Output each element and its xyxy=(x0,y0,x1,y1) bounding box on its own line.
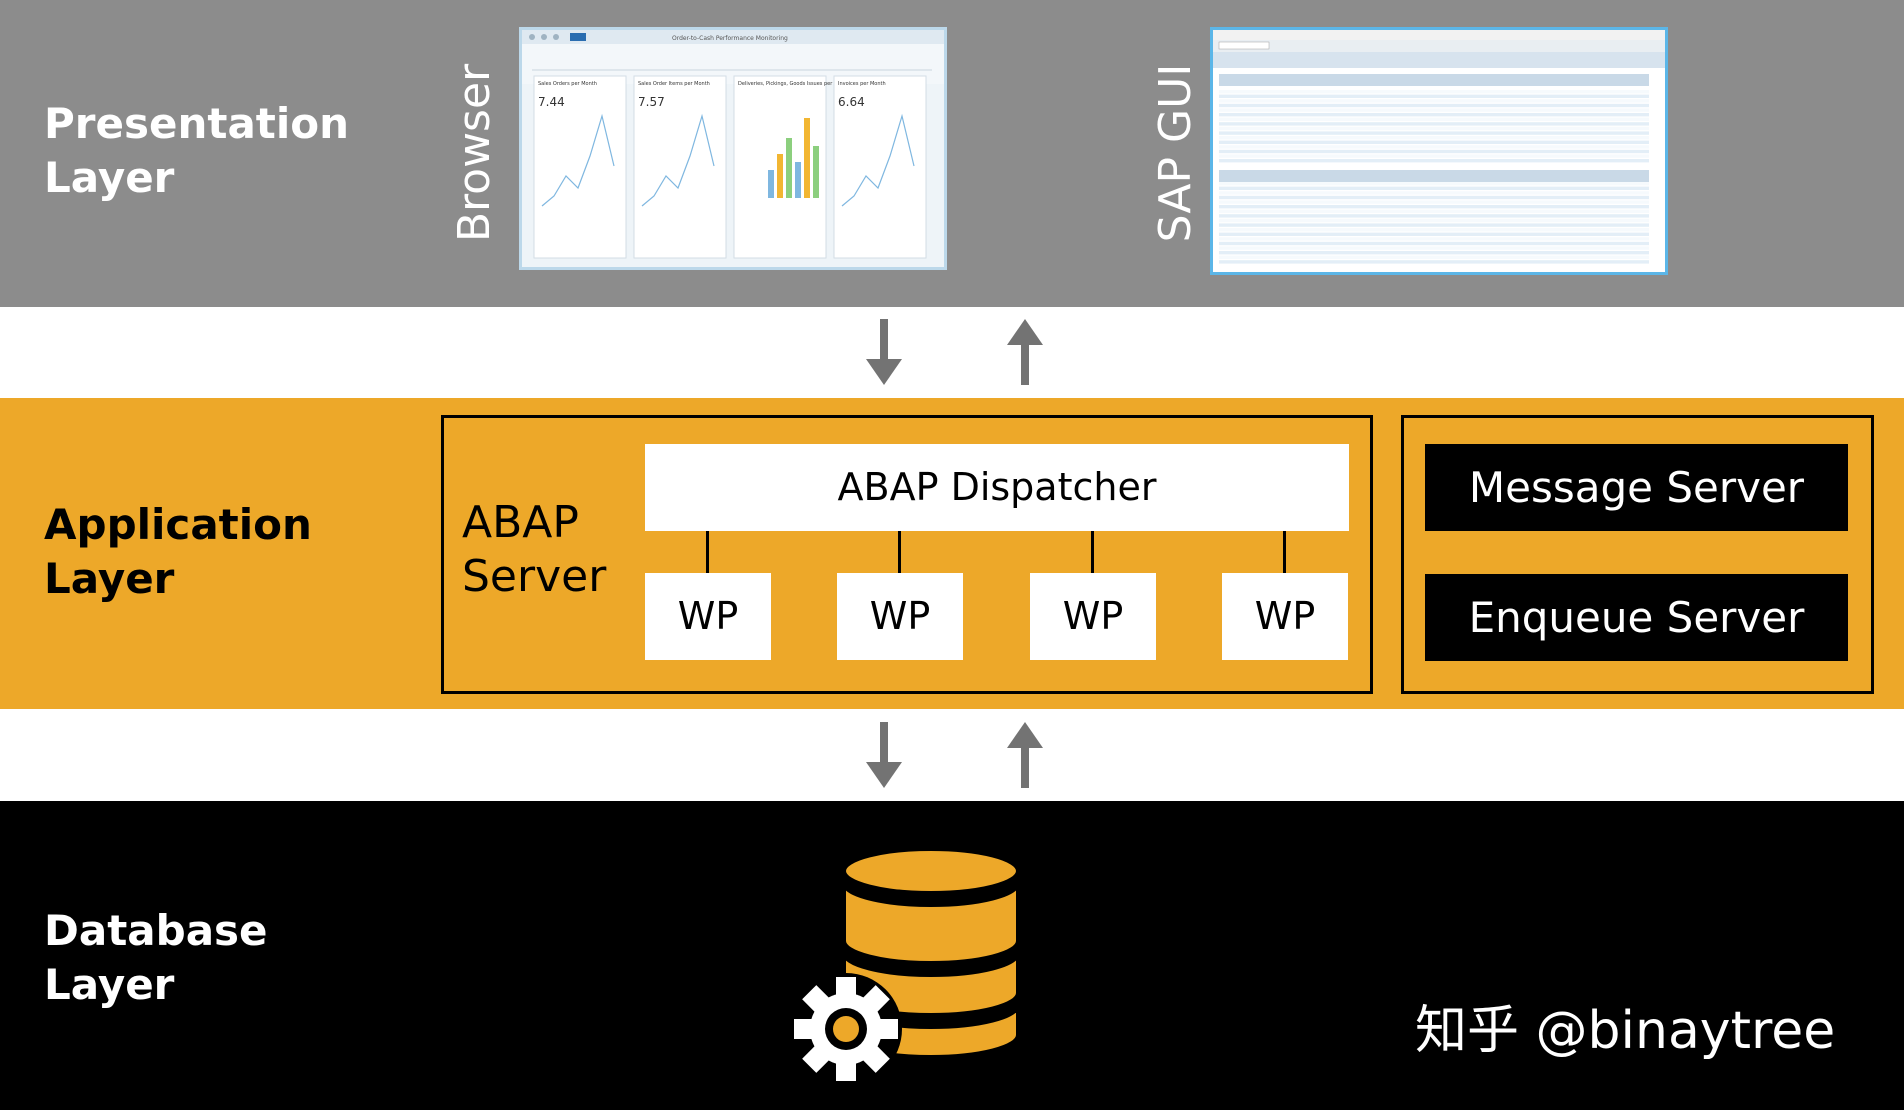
arrow-down-icon xyxy=(866,319,902,385)
sap-table-row xyxy=(1219,214,1649,218)
sap-table-row xyxy=(1219,237,1649,241)
mini-line xyxy=(541,113,615,207)
tile-title: Deliveries, Pickings, Goods Issues per M… xyxy=(738,81,850,87)
work-process-box: WP xyxy=(837,573,963,660)
mini-bar xyxy=(813,146,819,198)
tile-title: Sales Orders per Month xyxy=(538,81,597,87)
database-layer-title: Database Layer xyxy=(44,906,268,1009)
tile-value: 7.57 xyxy=(638,95,665,109)
tile-title: Sales Order Items per Month xyxy=(638,81,710,87)
sap-toolbar xyxy=(1219,170,1649,182)
sap-table-row xyxy=(1219,246,1649,250)
work-process-box: WP xyxy=(1222,573,1348,660)
gap-band xyxy=(0,709,1904,801)
sap-table-row xyxy=(1219,200,1649,204)
sap-table-row xyxy=(1219,113,1649,117)
connector-line xyxy=(898,531,901,573)
sap-table-row xyxy=(1219,122,1649,126)
sap-table-row xyxy=(1219,228,1649,232)
sap-table-row xyxy=(1219,99,1649,103)
sap-table-row xyxy=(1219,117,1649,121)
sapgui-screenshot-image xyxy=(1213,30,1665,264)
mini-bar xyxy=(786,138,792,198)
presentation-layer-title: Presentation Layer xyxy=(44,99,350,202)
abap-server-frame xyxy=(441,415,1373,694)
sap-table-row xyxy=(1219,149,1649,154)
sap-table-row xyxy=(1219,103,1649,108)
work-process-box: WP xyxy=(1030,573,1156,660)
mini-bar xyxy=(804,118,810,198)
connector-line xyxy=(706,531,709,573)
sap-table-row xyxy=(1219,131,1649,135)
gear-icon xyxy=(790,973,902,1085)
mini-line xyxy=(841,113,915,207)
mini-bar xyxy=(795,162,801,198)
arrow-up-icon xyxy=(1007,722,1043,788)
sap-table-row xyxy=(1219,241,1649,246)
arrow-up-icon xyxy=(1007,319,1043,385)
browser-screenshot: Order-to-Cash Performance Monitoring Sal… xyxy=(519,27,947,270)
abap-server-label: ABAP Server xyxy=(462,497,607,602)
sap-table-row xyxy=(1219,255,1649,259)
browser-label: Browser xyxy=(449,63,500,243)
abap-dispatcher-box: ABAP Dispatcher xyxy=(645,444,1349,531)
arrow-down-icon xyxy=(866,722,902,788)
dashboard-tile: Sales Order Items per Month 7.57 xyxy=(633,75,727,259)
sap-table-row xyxy=(1219,232,1649,236)
sap-table-row xyxy=(1219,186,1649,190)
sap-table-row xyxy=(1219,191,1649,195)
connector-line xyxy=(1283,531,1286,573)
tile-value: 7.44 xyxy=(538,95,565,109)
sap-table-row xyxy=(1219,108,1649,112)
tile-title: Invoices per Month xyxy=(838,81,886,87)
sapgui-label: SAP GUI xyxy=(1150,63,1201,243)
tile-value: 6.64 xyxy=(838,95,865,109)
sap-table-row xyxy=(1219,159,1649,163)
watermark-text: 知乎 @binaytree xyxy=(1415,1001,1836,1061)
sap-table-row xyxy=(1219,145,1649,149)
sap-table-row xyxy=(1219,209,1649,213)
enqueue-server-box: Enqueue Server xyxy=(1425,574,1848,661)
sap-table-row xyxy=(1219,94,1649,98)
message-server-box: Message Server xyxy=(1425,444,1848,531)
sap-table-row xyxy=(1219,218,1649,223)
sap-table-row xyxy=(1219,140,1649,144)
sap-table-row xyxy=(1219,90,1649,94)
central-services-frame xyxy=(1401,415,1874,694)
sap-table-row xyxy=(1219,154,1649,158)
sap-table-row xyxy=(1219,223,1649,227)
dashboard-tile: Invoices per Month 6.64 xyxy=(833,75,927,259)
application-layer-title: Application Layer xyxy=(44,500,312,603)
mini-bar xyxy=(777,154,783,198)
connector-line xyxy=(1091,531,1094,573)
sap-table-row xyxy=(1219,195,1649,200)
browser-header-title: Order-to-Cash Performance Monitoring xyxy=(672,35,788,42)
dashboard-tile: Deliveries, Pickings, Goods Issues per M… xyxy=(733,75,850,259)
dashboard-tile: Sales Orders per Month 7.44 xyxy=(533,75,627,259)
sap-table-row xyxy=(1219,182,1649,186)
browser-screenshot-image: Order-to-Cash Performance Monitoring Sal… xyxy=(522,30,944,259)
sap-table-row xyxy=(1219,205,1649,209)
sap-table-row xyxy=(1219,126,1649,131)
sapgui-screenshot xyxy=(1210,27,1668,275)
work-process-box: WP xyxy=(645,573,771,660)
sap-table-row xyxy=(1219,136,1649,140)
sap-table-row xyxy=(1219,260,1649,264)
database-icon xyxy=(790,847,1020,1085)
mini-line xyxy=(641,113,715,207)
sap-toolbar xyxy=(1219,74,1649,86)
sap-table-row xyxy=(1219,251,1649,255)
gap-band xyxy=(0,307,1904,398)
mini-bar xyxy=(768,170,774,198)
